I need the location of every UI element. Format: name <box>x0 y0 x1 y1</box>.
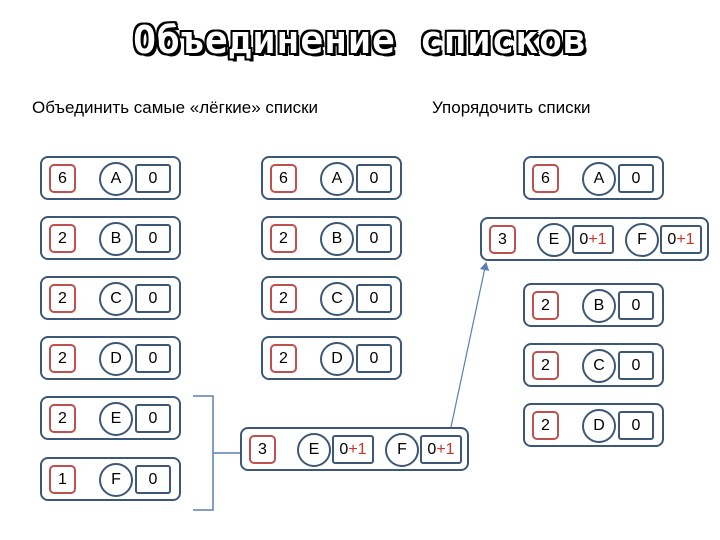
symbol-circle: C <box>582 349 616 383</box>
symbol-circle: B <box>320 222 354 256</box>
weight-box: 2 <box>49 404 76 433</box>
code-box: 0+1 <box>332 435 374 464</box>
list-node: 6 A 0 <box>261 156 402 200</box>
move-arrow <box>450 261 490 428</box>
weight-box: 2 <box>532 351 559 380</box>
code-box: 0 <box>135 164 171 193</box>
code-suffix: +1 <box>436 441 455 458</box>
subtitle-sort-lists: Упорядочить списки <box>432 98 591 117</box>
list-node: 2 D 0 <box>523 403 664 447</box>
weight-box: 2 <box>270 224 297 253</box>
code-suffix: +1 <box>348 441 367 458</box>
weight-box: 2 <box>270 344 297 373</box>
weight-box: 6 <box>270 164 297 193</box>
weight-box: 1 <box>49 465 76 494</box>
code-box: 0 <box>618 351 654 380</box>
weight-box: 6 <box>532 164 559 193</box>
slide-title: Объединение списков <box>133 18 587 62</box>
symbol-circle: E <box>297 433 331 467</box>
symbol-circle: A <box>99 162 133 196</box>
list-node: 2 C 0 <box>261 276 402 320</box>
code-box: 0 <box>135 344 171 373</box>
subtitle-merge-lightest: Объединить самые «лёгкие» списки <box>32 98 319 117</box>
code-suffix: +1 <box>676 231 695 248</box>
list-node: 1 F 0 <box>40 457 181 501</box>
code-box: 0 <box>356 284 392 313</box>
weight-box: 2 <box>532 291 559 320</box>
symbol-circle: F <box>625 223 659 257</box>
weight-box: 3 <box>489 225 516 254</box>
weight-box: 6 <box>49 164 76 193</box>
symbol-circle: D <box>99 342 133 376</box>
list-node: 2 B 0 <box>523 283 664 327</box>
merged-list-node: 3 E 0+1 F 0+1 <box>240 427 469 471</box>
code-box: 0+1 <box>660 225 702 254</box>
list-node: 2 C 0 <box>40 276 181 320</box>
weight-box: 2 <box>270 284 297 313</box>
symbol-circle: C <box>320 282 354 316</box>
list-node: 2 D 0 <box>261 336 402 380</box>
code-box: 0 <box>356 344 392 373</box>
weight-box: 3 <box>249 435 276 464</box>
code-box: 0 <box>356 164 392 193</box>
symbol-circle: B <box>99 222 133 256</box>
code-box: 0 <box>356 224 392 253</box>
code-value: 0 <box>339 441 349 458</box>
symbol-circle: C <box>99 282 133 316</box>
symbol-circle: F <box>99 463 133 497</box>
code-box: 0 <box>135 465 171 494</box>
list-node: 2 D 0 <box>40 336 181 380</box>
weight-box: 2 <box>49 284 76 313</box>
list-node: 6 A 0 <box>523 156 664 200</box>
list-node: 2 C 0 <box>523 343 664 387</box>
symbol-circle: A <box>582 162 616 196</box>
symbol-circle: E <box>537 223 571 257</box>
code-value: 0 <box>667 231 677 248</box>
list-node: 6 A 0 <box>40 156 181 200</box>
code-suffix: +1 <box>588 231 607 248</box>
code-box: 0+1 <box>572 225 614 254</box>
code-box: 0 <box>135 224 171 253</box>
weight-box: 2 <box>532 411 559 440</box>
code-box: 0 <box>135 284 171 313</box>
merged-list-node: 3 E 0+1 F 0+1 <box>480 217 709 261</box>
group-bracket <box>193 395 240 511</box>
list-node: 2 B 0 <box>40 216 181 260</box>
list-node: 2 E 0 <box>40 396 181 440</box>
code-value: 0 <box>427 441 437 458</box>
weight-box: 2 <box>49 224 76 253</box>
code-box: 0 <box>135 404 171 433</box>
symbol-circle: F <box>385 433 419 467</box>
symbol-circle: A <box>320 162 354 196</box>
code-box: 0 <box>618 164 654 193</box>
code-box: 0 <box>618 291 654 320</box>
list-node: 2 B 0 <box>261 216 402 260</box>
symbol-circle: E <box>99 402 133 436</box>
weight-box: 2 <box>49 344 76 373</box>
code-value: 0 <box>579 231 589 248</box>
code-box: 0 <box>618 411 654 440</box>
symbol-circle: D <box>320 342 354 376</box>
symbol-circle: B <box>582 289 616 323</box>
symbol-circle: D <box>582 409 616 443</box>
code-box: 0+1 <box>420 435 462 464</box>
